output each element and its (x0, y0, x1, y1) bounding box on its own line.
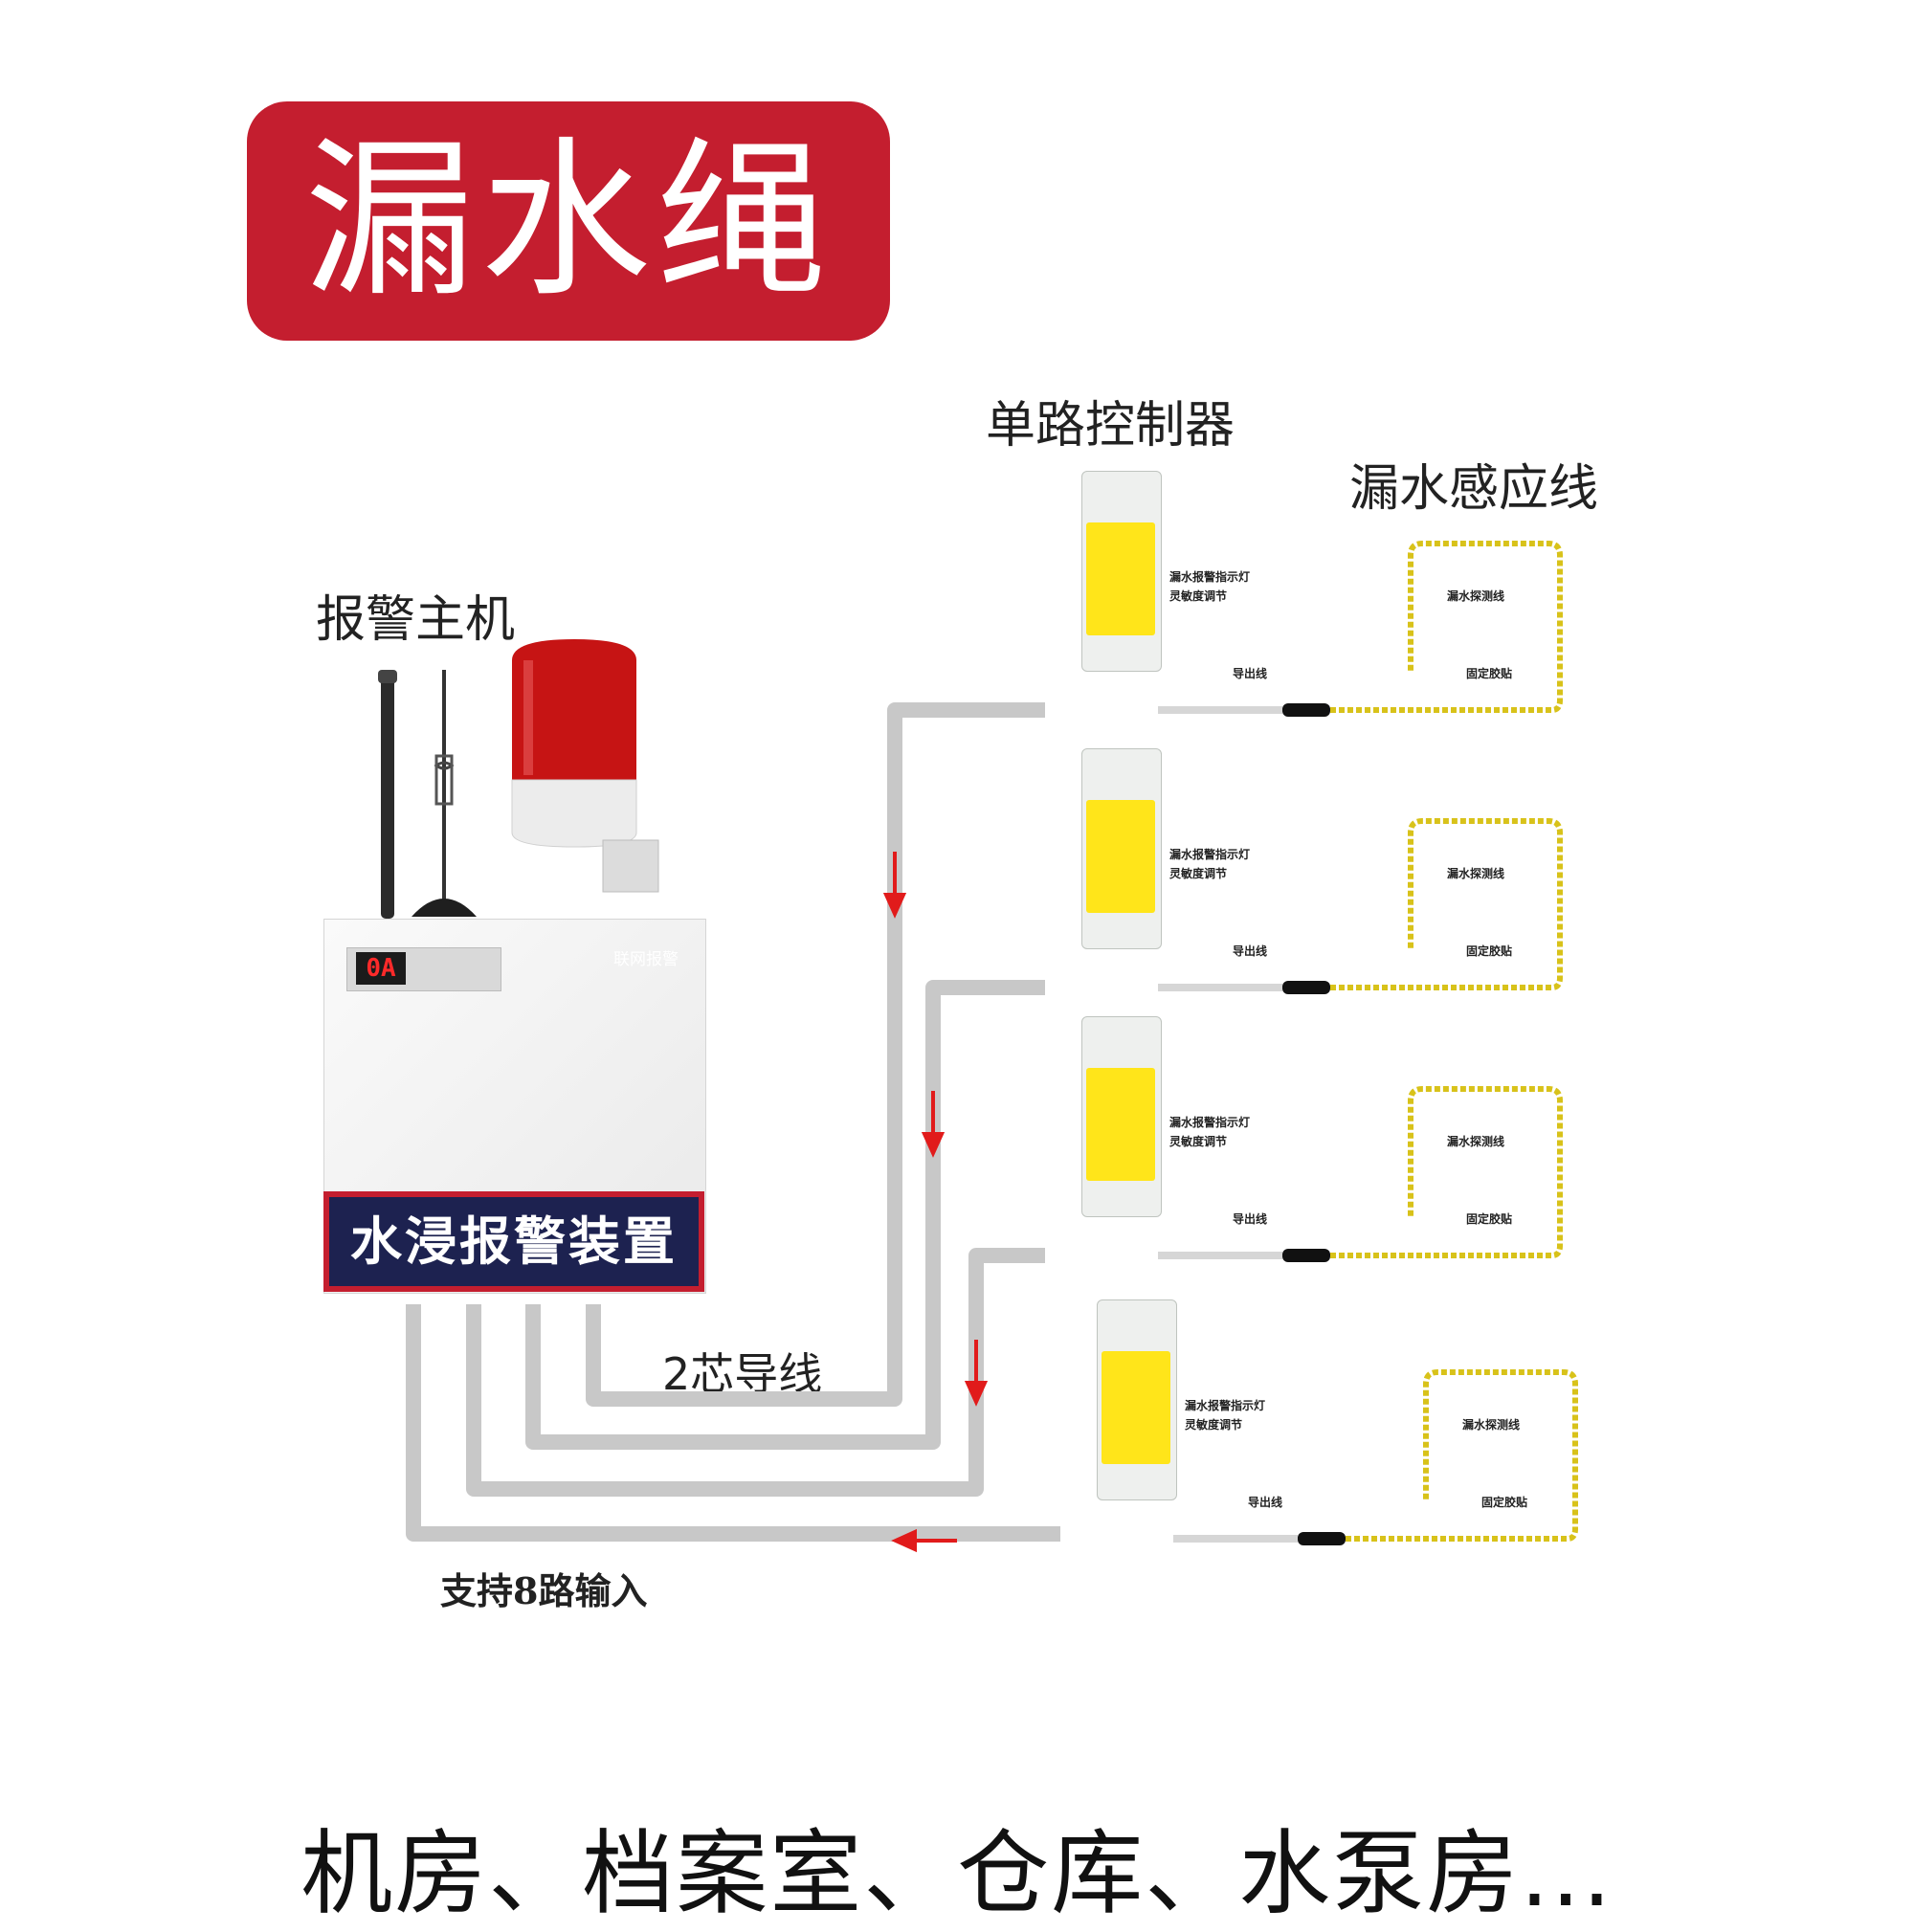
antenna-right-icon (412, 670, 477, 917)
label-controller: 单路控制器 (986, 397, 1235, 455)
callout-alarm-light: 漏水报警指示灯 (1169, 570, 1251, 584)
callout-lead-wire-2: 导出线 (1233, 944, 1268, 958)
callout-alarm-light-3: 漏水报警指示灯 (1169, 1116, 1251, 1129)
controller-3-face (1086, 1068, 1155, 1181)
wire-bundle (406, 702, 1060, 1542)
callout-alarm-light-4: 漏水报警指示灯 (1185, 1399, 1266, 1412)
callout-sensitivity-3: 灵敏度调节 (1169, 1135, 1228, 1148)
title-badge (247, 101, 890, 341)
callout-fixing-4: 固定胶贴 (1481, 1496, 1528, 1509)
badge-text: 联网报警 (613, 950, 679, 969)
host-name-text: 水浸报警装置 (350, 1211, 678, 1272)
antenna-left-icon (378, 670, 397, 919)
callout-probe: 漏水探测线 (1447, 589, 1505, 603)
callout-fixing-2: 固定胶贴 (1466, 944, 1513, 958)
controller-1-face (1086, 522, 1155, 635)
callout-sensitivity-2: 灵敏度调节 (1169, 867, 1228, 880)
label-host: 报警主机 (316, 591, 516, 649)
led-display: 0A (356, 952, 406, 985)
callout-probe-4: 漏水探测线 (1462, 1418, 1521, 1432)
label-inputs: 支持8路输入 (440, 1569, 648, 1612)
label-sense-line: 漏水感应线 (1349, 460, 1599, 518)
controller-2-face (1086, 800, 1155, 913)
callout-lead-wire-4: 导出线 (1248, 1496, 1283, 1509)
callout-probe-3: 漏水探测线 (1447, 1135, 1505, 1148)
sensor-loops (1158, 541, 1578, 1545)
controller-4-face (1102, 1351, 1170, 1464)
callout-lead-wire-3: 导出线 (1233, 1212, 1268, 1226)
callout-alarm-light-2: 漏水报警指示灯 (1169, 848, 1251, 861)
page-title: 漏水绳 (304, 122, 833, 320)
callout-fixing: 固定胶贴 (1466, 667, 1513, 680)
bottom-caption: 机房、档案室、仓库、水泵房... (300, 1820, 1614, 1927)
callout-lead-wire: 导出线 (1233, 667, 1268, 680)
flow-arrows (882, 852, 989, 1553)
host-name-panel (323, 1191, 704, 1292)
callout-fixing-3: 固定胶贴 (1466, 1212, 1513, 1226)
alarm-beacon-icon (511, 639, 659, 893)
callout-sensitivity: 灵敏度调节 (1169, 589, 1228, 603)
callout-probe-2: 漏水探测线 (1447, 867, 1505, 880)
callout-sensitivity-4: 灵敏度调节 (1185, 1418, 1243, 1432)
